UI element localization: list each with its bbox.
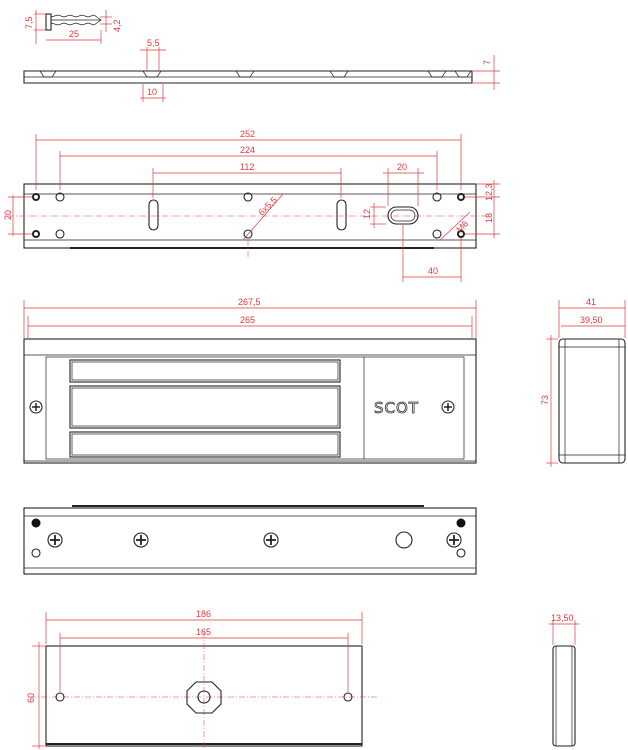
plate-dim-right-mid: 18: [484, 213, 494, 223]
plate-oval-hole-icon: [387, 206, 419, 225]
brand-logo: SCOT: [374, 399, 419, 417]
plate-dim-oval-offset: 40: [428, 266, 438, 276]
maglock-end-view: 41 39,50 73: [540, 297, 626, 467]
armature-dim-thickness: 13,50: [551, 613, 574, 623]
armature-side-view: 13,50: [549, 613, 579, 747]
screw-head-icon: [263, 532, 279, 548]
armature-side-body: [552, 645, 576, 747]
plate-dim-oval-width: 20: [397, 162, 407, 172]
plate-dim-thickness: 7: [482, 60, 492, 65]
armature-front-view: 186 165 60: [26, 609, 378, 749]
maglock-body: [23, 338, 477, 464]
end-view-body: [558, 338, 626, 464]
plate-hole-icon: [32, 192, 465, 239]
coil-core: [69, 359, 341, 458]
screw-dim-head: 7,5: [24, 16, 34, 29]
screw-icon: [45, 13, 102, 31]
end-dim-width: 41: [586, 297, 596, 307]
plate-dim-right-top: 12,3: [484, 183, 494, 201]
plate-dim-oval-height: 12: [362, 209, 372, 219]
plate-side-outline: [23, 70, 473, 84]
armature-dim-height: 60: [26, 693, 36, 703]
bottom-hole-icon: [31, 518, 466, 558]
end-dim-inner: 39,50: [580, 315, 603, 325]
plate-top-view: 252 224 112 20 20 12 6x5,5 M6 12,3 18: [3, 129, 500, 282]
maglock-dim-overall: 267,5: [238, 297, 261, 307]
plate-side-view: 5,5 10 7: [23, 38, 500, 102]
maglock-dim-inner: 265: [240, 315, 255, 325]
plate-slot-icon: [148, 199, 347, 231]
plate-dim-thread: M6: [454, 218, 470, 234]
plate-dim-slot-spacing: 10: [147, 87, 157, 97]
maglock-bottom-view: [23, 505, 477, 575]
end-dim-height: 73: [540, 395, 550, 405]
plate-dim-overall: 252: [240, 129, 255, 139]
armature-hole-icon: [55, 692, 353, 702]
screw-dim-length: 25: [69, 29, 79, 39]
maglock-front-view: SCOT 267,5 265: [23, 297, 477, 464]
screw-head-icon: [47, 532, 63, 548]
bottom-view-body: [23, 507, 477, 575]
armature-dim-holes: 165: [196, 627, 211, 637]
plate-dim-slots: 112: [240, 162, 254, 172]
plate-dim-hole-dia: 6x5,5: [256, 195, 279, 218]
screw-detail: 7,5 4,2 25: [24, 10, 122, 44]
armature-dim-length: 186: [196, 609, 211, 619]
plate-dim-holes: 224: [240, 145, 255, 155]
plate-dim-left-height: 20: [3, 210, 13, 220]
screw-head-icon: [133, 532, 149, 548]
screw-head-icon: [29, 400, 43, 414]
screw-head-icon: [441, 400, 455, 414]
center-bolt-icon: [186, 681, 222, 714]
screw-dim-shank: 4,2: [112, 19, 122, 32]
screw-head-icon: [446, 532, 462, 548]
plate-dim-slot-width: 5,5: [147, 38, 160, 48]
